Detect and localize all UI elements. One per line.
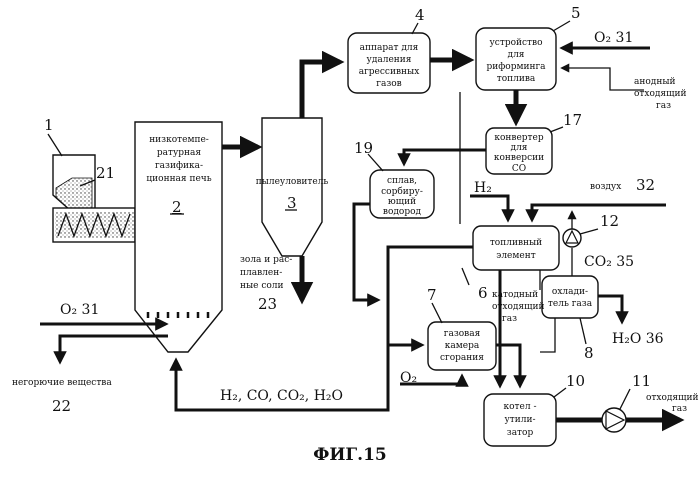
- reformer-label-4: топлива: [497, 74, 536, 84]
- fuel-cell-label-2: элемент: [496, 251, 535, 261]
- air-number: 32: [636, 176, 655, 194]
- reformer-label-2: для: [508, 50, 525, 60]
- h2-label: H₂: [474, 180, 492, 196]
- acid-remover-label-3: агрессивных: [359, 67, 420, 77]
- anode-label-1: анодный: [634, 77, 675, 87]
- anode-label-2: отходящий: [634, 89, 686, 99]
- recycle-label: H₂, CO, CO₂, H₂O: [220, 388, 343, 404]
- combustion-label-3: сгорания: [440, 353, 484, 363]
- air-label: воздух: [590, 182, 621, 192]
- ash-label-1: зола и рас-: [240, 255, 292, 265]
- boiler-label-3: затор: [507, 428, 534, 438]
- co2-fan-icon: [563, 229, 581, 247]
- screw-number: 21: [96, 164, 115, 182]
- acid-remover-number: 4: [415, 6, 425, 24]
- furnace-label-2: ратурная: [157, 148, 202, 158]
- converter-number: 17: [563, 111, 582, 129]
- ash-label-3: ные соли: [240, 281, 284, 291]
- furnace-label-3: газифика-: [155, 161, 203, 171]
- alloy-label-4: водород: [383, 207, 422, 217]
- flow-collector-to-acid-remover: [302, 62, 340, 118]
- cooler-label-2: тель газа: [548, 299, 593, 309]
- exhaust-label-1: отходящий: [646, 393, 698, 403]
- combustion-label-1: газовая: [444, 329, 481, 339]
- boiler-label-1: котел -: [504, 402, 537, 412]
- exhaust-fan-number: 11: [632, 372, 651, 390]
- flow-converter-to-alloy: [404, 150, 486, 164]
- h2o-label: H₂O 36: [612, 331, 664, 347]
- hopper-number: 1: [44, 116, 54, 134]
- converter-label-3: конверсии: [494, 153, 544, 163]
- anode-label-3: газ: [656, 101, 671, 111]
- incombustibles-label: негорючие вещества: [12, 378, 112, 388]
- flow-h2o-out: [598, 296, 622, 322]
- ash-number: 23: [258, 295, 277, 313]
- converter-label-1: конвертер: [494, 133, 544, 143]
- dust-collector: [262, 118, 322, 256]
- reformer-number: 5: [571, 4, 581, 22]
- converter-label-4: CO: [512, 164, 526, 174]
- fuel-cell: [473, 226, 559, 270]
- screw-feeder: [53, 208, 135, 242]
- flow-air-to-fuel-cell: [532, 205, 666, 220]
- cooler-number: 8: [584, 344, 594, 362]
- furnace-label-1: низкотемпе-: [149, 135, 209, 145]
- alloy-number: 19: [354, 139, 373, 157]
- furnace-label-4: ционная печь: [146, 174, 211, 184]
- cathode-label-2: отходящий: [492, 302, 544, 312]
- cathode-label-3: газ: [502, 314, 517, 324]
- exhaust-label-2: газ: [672, 404, 687, 414]
- cathode-label-1: катодный: [492, 290, 538, 300]
- o2-combustion-label: O₂: [400, 370, 417, 386]
- reformer-label-1: устройство: [490, 38, 543, 48]
- fuel-cell-number: 6: [478, 284, 488, 302]
- co2-fan-number: 12: [600, 212, 619, 230]
- furnace-number: 2: [172, 198, 182, 216]
- acid-remover-label-2: удаления: [367, 55, 412, 65]
- o2-left-label: O₂ 31: [60, 302, 99, 318]
- flow-h2-to-fuel-cell: [470, 196, 508, 220]
- gas-cooler: [542, 276, 598, 318]
- flow-incombustibles-out: [60, 336, 168, 362]
- o2-top-label: O₂ 31: [594, 30, 633, 46]
- cooler-label-1: охлади-: [552, 287, 588, 297]
- figure-title: ФИГ.15: [313, 445, 387, 465]
- combustion-label-2: камера: [445, 341, 480, 351]
- combustion-number: 7: [427, 286, 437, 304]
- acid-remover-label-1: аппарат для: [360, 43, 419, 53]
- alloy-label-2: сорбиру-: [381, 186, 423, 197]
- incombustibles-number: 22: [52, 397, 71, 415]
- boiler-number: 10: [566, 372, 585, 390]
- fuel-cell-label-1: топливный: [490, 238, 542, 248]
- flow-anode-offgas: [562, 68, 644, 90]
- reformer-label-3: риформинга: [486, 62, 546, 72]
- exhaust-fan-icon: [602, 408, 626, 432]
- flow-alloy-to-combustion: [354, 204, 378, 300]
- boiler-label-2: утили-: [504, 415, 535, 425]
- acid-remover-label-4: газов: [376, 79, 401, 89]
- alloy-label-3: ющий: [388, 197, 416, 207]
- dust-collector-label: пылеуловитель: [256, 177, 329, 187]
- converter-label-2: для: [511, 143, 528, 153]
- co2-label: CO₂ 35: [584, 254, 634, 270]
- alloy-label-1: сплав,: [387, 176, 417, 186]
- ash-label-2: плавлен-: [240, 268, 282, 278]
- flow-cooler-to-boiler: [540, 318, 555, 352]
- dust-collector-number: 3: [287, 194, 297, 212]
